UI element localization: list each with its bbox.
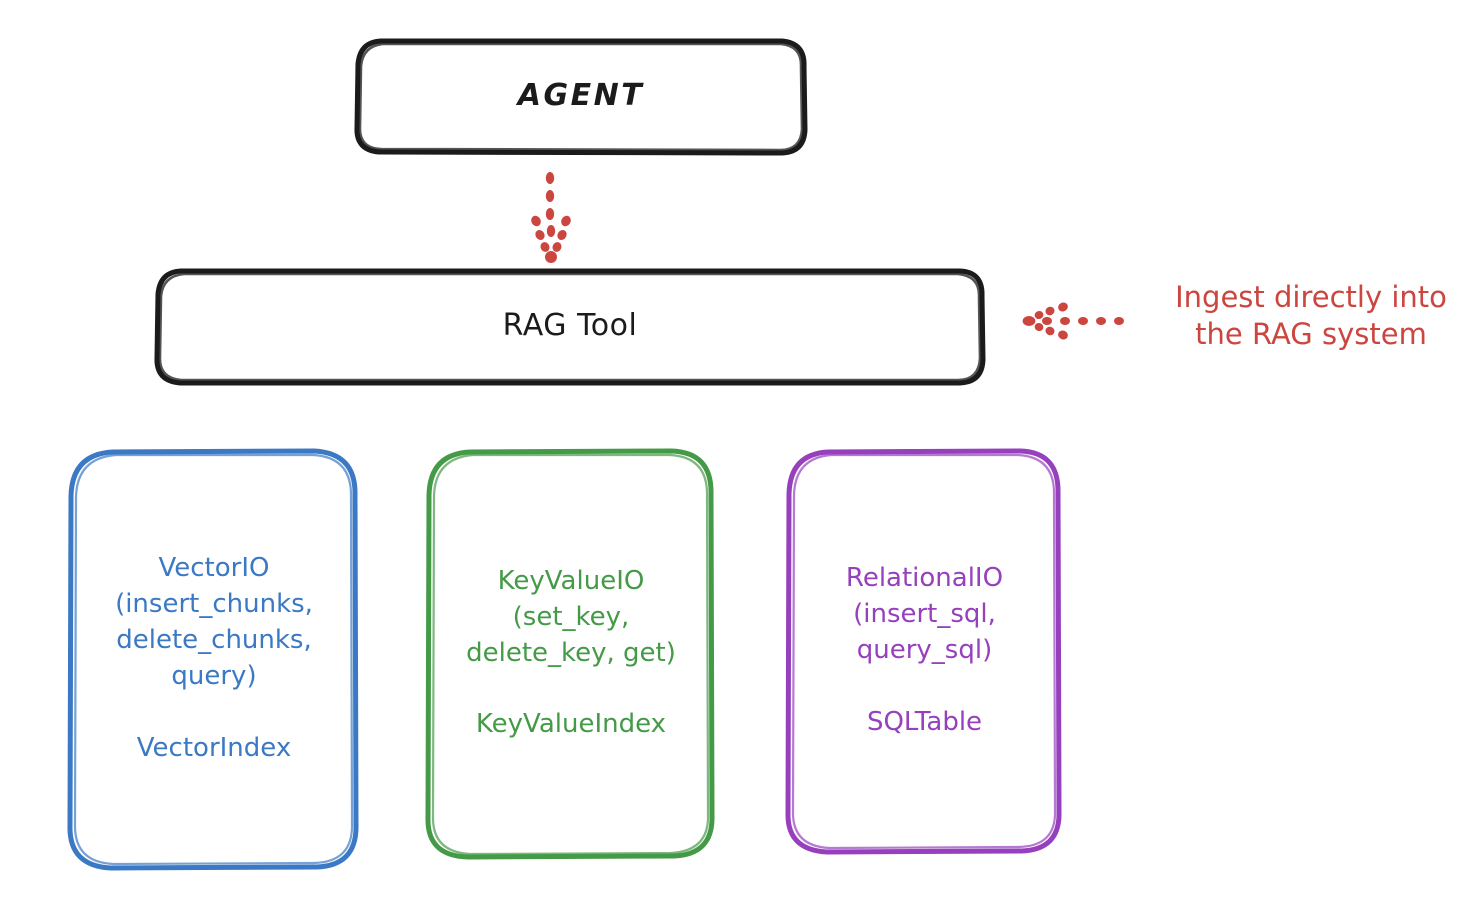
node-key-value-io[interactable]: KeyValueIO (set_key, delete_key, get) Ke…	[428, 450, 714, 857]
annotation-to-rag-tool-arrow	[1022, 302, 1124, 340]
node-relational-io-label: RelationalIO (insert_sql, query_sql) SQL…	[845, 563, 1004, 737]
annotation-ingest-label: Ingest directly into the RAG system	[1175, 280, 1447, 352]
node-rag-tool[interactable]: RAG Tool	[157, 270, 983, 383]
agent-to-rag-tool-arrow	[531, 172, 571, 263]
node-agent[interactable]: AGENT	[357, 40, 805, 153]
node-relational-io[interactable]: RelationalIO (insert_sql, query_sql) SQL…	[788, 450, 1061, 852]
node-vector-io-label: VectorIO (insert_chunks, delete_chunks, …	[115, 553, 313, 763]
node-rag-tool-label: RAG Tool	[502, 308, 638, 344]
node-vector-io[interactable]: VectorIO (insert_chunks, delete_chunks, …	[70, 450, 358, 868]
node-key-value-io-label: KeyValueIO (set_key, delete_key, get) Ke…	[466, 565, 676, 740]
node-agent-label: AGENT	[517, 78, 645, 114]
